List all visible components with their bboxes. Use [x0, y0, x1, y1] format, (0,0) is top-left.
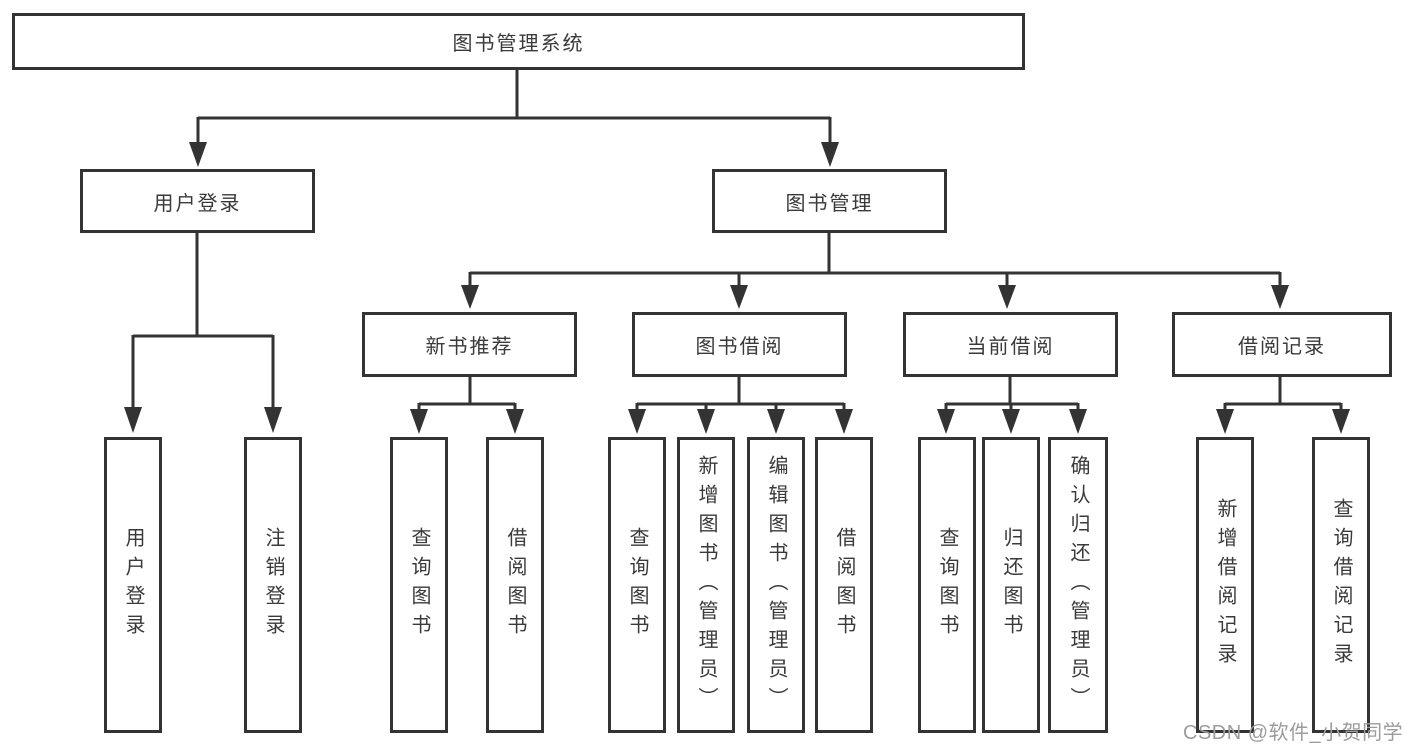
arrowheads-current-borrow-children — [937, 409, 1087, 434]
node-book-borrow: 图书借阅 — [632, 312, 847, 377]
leaf-recommend-query-books: 查询图书 — [390, 437, 448, 733]
arrowheads-book-borrow-children — [628, 409, 853, 434]
leaf-borrow-add-books-admin: 新增图书（管理员） — [677, 437, 735, 733]
arrowheads-borrow-records-children — [1216, 409, 1350, 434]
csdn-watermark: CSDN @软件_小贺同学 — [1183, 722, 1404, 744]
arrowheads-new-book-recommend-children — [410, 409, 524, 434]
leaf-user-login: 用户登录 — [104, 437, 162, 733]
connector-root-to-level2 — [196, 70, 832, 144]
connector-book-borrow-children — [635, 377, 846, 411]
leaf-borrow-query-books: 查询图书 — [608, 437, 666, 733]
connector-book-management-children — [468, 233, 1282, 287]
leaf-recommend-borrow-books: 借阅图书 — [486, 437, 544, 733]
leaf-current-return-books: 归还图书 — [982, 437, 1040, 733]
arrowheads-level3 — [461, 285, 1289, 309]
connector-user-login-children — [131, 233, 275, 409]
node-book-management: 图书管理 — [712, 169, 947, 233]
node-user-login: 用户登录 — [80, 169, 315, 233]
connector-current-borrow-children — [944, 377, 1080, 411]
node-borrow-records: 借阅记录 — [1172, 312, 1392, 377]
leaf-records-add-record: 新增借阅记录 — [1196, 437, 1254, 733]
arrowheads-level2 — [189, 142, 839, 167]
arrowheads-user-login-children — [124, 407, 282, 433]
connector-new-book-recommend-children — [417, 377, 517, 411]
leaf-borrow-edit-books-admin: 编辑图书（管理员） — [747, 437, 805, 733]
leaf-current-query-books: 查询图书 — [918, 437, 976, 733]
node-new-book-recommend: 新书推荐 — [362, 312, 577, 377]
connector-borrow-records-children — [1223, 377, 1343, 411]
leaf-logout: 注销登录 — [244, 437, 302, 733]
leaf-borrow-borrow-books: 借阅图书 — [815, 437, 873, 733]
node-root-system: 图书管理系统 — [12, 13, 1025, 70]
node-current-borrow: 当前借阅 — [903, 312, 1118, 377]
leaf-current-confirm-return-admin: 确认归还（管理员） — [1048, 437, 1108, 733]
leaf-records-query-record: 查询借阅记录 — [1312, 437, 1370, 733]
